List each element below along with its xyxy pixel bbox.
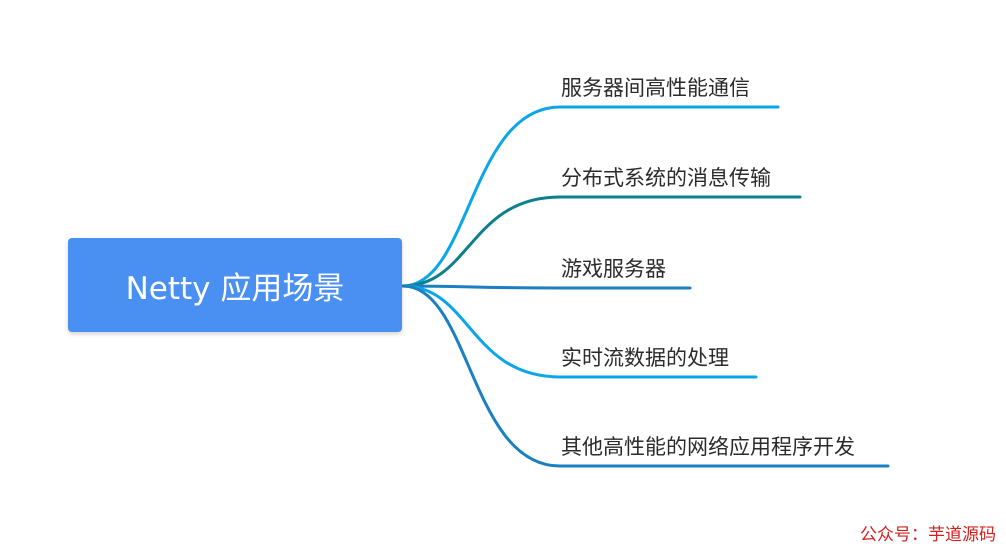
root-node[interactable]: Netty 应用场景 [68, 238, 402, 332]
branch-label: 游戏服务器 [561, 257, 666, 281]
edge-4 [401, 284, 758, 379]
edge-2 [401, 195, 802, 288]
branch-label: 服务器间高性能通信 [561, 76, 750, 100]
branch-node-1[interactable]: 服务器间高性能通信 [561, 72, 750, 102]
branch-label: 分布式系统的消息传输 [561, 166, 771, 190]
branch-node-5[interactable]: 其他高性能的网络应用程序开发 [561, 431, 855, 461]
branch-node-4[interactable]: 实时流数据的处理 [561, 342, 729, 372]
watermark: 公众号：芋道源码 [860, 525, 996, 545]
edge-3 [401, 284, 692, 290]
edge-1 [401, 105, 780, 288]
branch-node-3[interactable]: 游戏服务器 [561, 253, 666, 283]
edge-5 [401, 284, 890, 468]
root-node-label: Netty 应用场景 [125, 270, 345, 307]
branch-label: 其他高性能的网络应用程序开发 [561, 435, 855, 459]
branch-node-2[interactable]: 分布式系统的消息传输 [561, 162, 771, 192]
branch-label: 实时流数据的处理 [561, 346, 729, 370]
